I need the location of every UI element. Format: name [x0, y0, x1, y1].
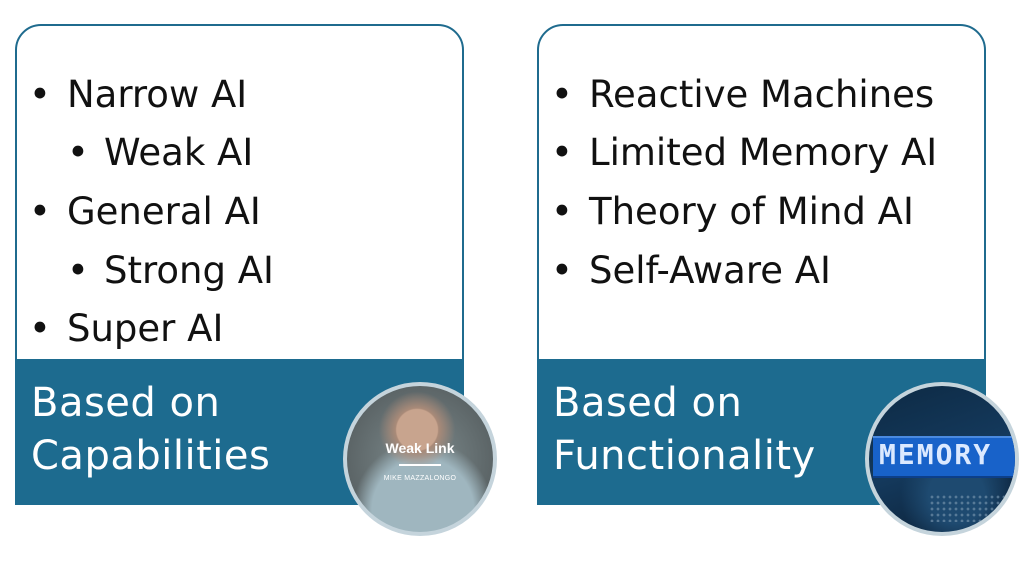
- footer-title-line: Capabilities: [31, 433, 271, 479]
- list-item-label: Narrow AI: [67, 73, 248, 116]
- footer-title-line: Functionality: [553, 433, 816, 479]
- thumbnail-subtitle: MIKE MAZZALONGO: [383, 475, 457, 482]
- memory-chip-thumbnail: MEMORY: [865, 382, 1019, 536]
- circuit-pattern: [929, 494, 1009, 522]
- memory-label-text: MEMORY: [879, 438, 993, 471]
- bullet-icon: •: [29, 73, 51, 116]
- list-item-label: General AI: [67, 190, 261, 233]
- bullet-icon: •: [29, 190, 51, 233]
- memory-label-plate: [873, 436, 1015, 478]
- footer-title-line: Based on: [553, 380, 743, 426]
- thumbnail-divider: [399, 464, 441, 466]
- list-item-label: Weak AI: [104, 131, 254, 174]
- footer-title: Based on Capabilities: [31, 377, 361, 483]
- bullet-icon: •: [551, 131, 573, 174]
- list-item-label: Self-Aware AI: [589, 249, 831, 292]
- list-item-label: Super AI: [67, 307, 224, 350]
- list-item-label: Limited Memory AI: [589, 131, 938, 174]
- bullet-icon: •: [67, 131, 89, 174]
- list-item-label: Reactive Machines: [589, 73, 935, 116]
- list-item-label: Strong AI: [104, 249, 274, 292]
- thumbnail-title: Weak Link: [385, 440, 455, 456]
- list-item-label: Theory of Mind AI: [589, 190, 914, 233]
- footer-title: Based on Functionality: [553, 377, 883, 483]
- bullet-icon: •: [551, 73, 573, 116]
- bullet-icon: •: [551, 249, 573, 292]
- footer-title-line: Based on: [31, 380, 221, 426]
- bullet-icon: •: [551, 190, 573, 233]
- bullet-icon: •: [67, 249, 89, 292]
- card-footer: Based on Functionality: [537, 359, 986, 505]
- bullet-icon: •: [29, 307, 51, 350]
- weak-link-thumbnail: Weak Link MIKE MAZZALONGO: [343, 382, 497, 536]
